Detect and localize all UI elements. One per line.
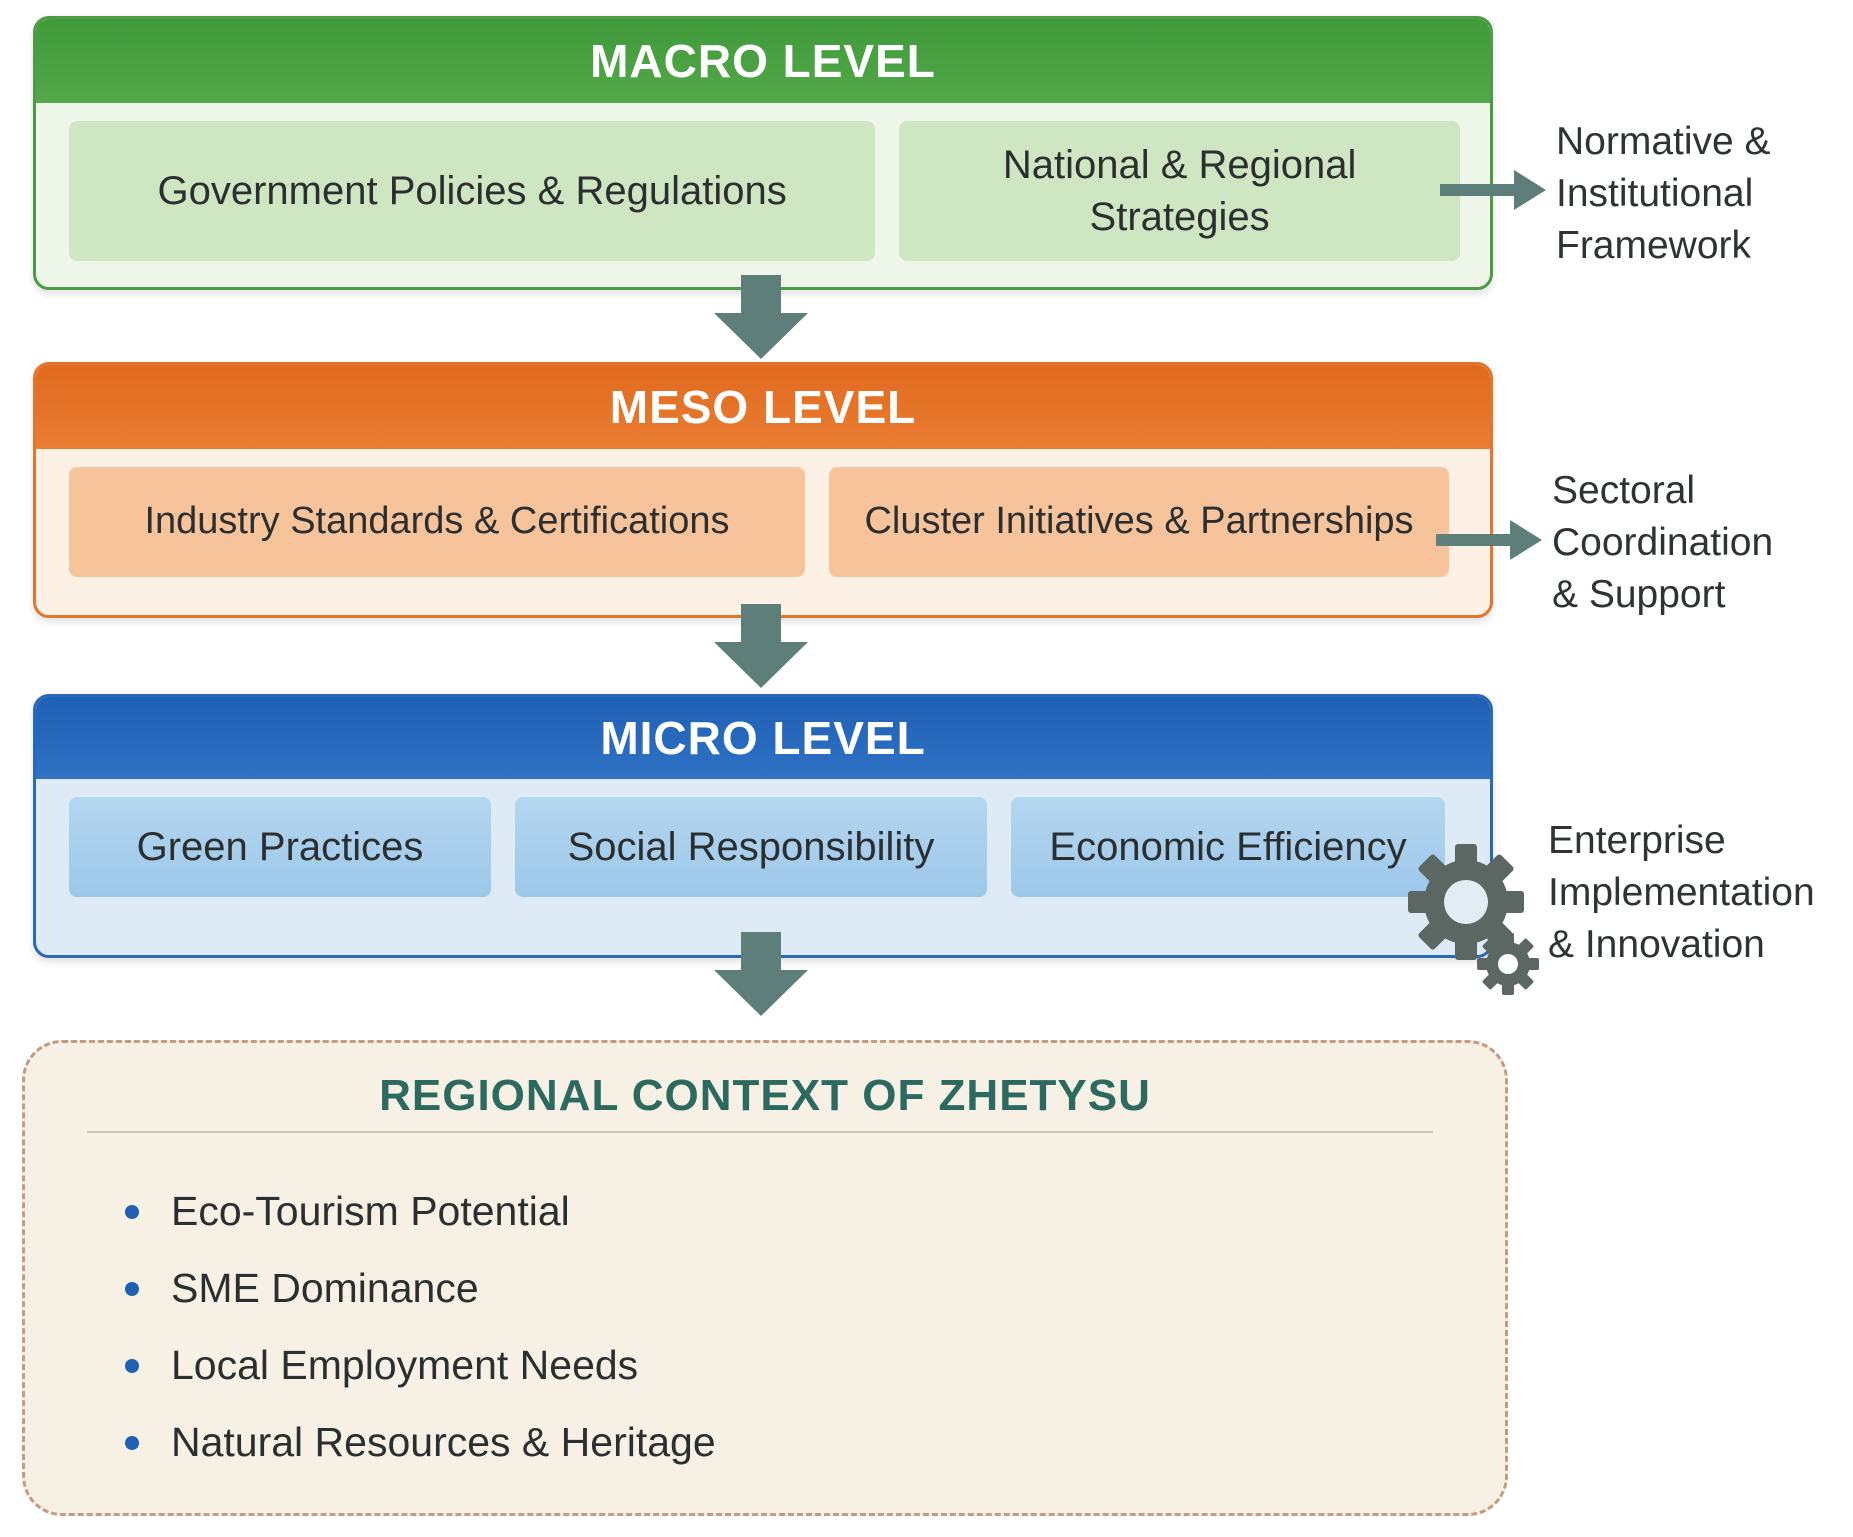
- micro-to-context-arrow-icon: [714, 932, 808, 1016]
- micro-item-green-practices: Green Practices: [69, 797, 491, 897]
- meso-item-industry-standards: Industry Standards & Certifications: [69, 467, 805, 577]
- micro-item-social-responsibility: Social Responsibility: [515, 797, 987, 897]
- list-item-label: SME Dominance: [171, 1265, 479, 1311]
- bullet-icon: [125, 1358, 139, 1373]
- macro-side-label: Normative & Institutional Framework: [1556, 116, 1771, 272]
- list-item: SME Dominance: [125, 1250, 716, 1327]
- meso-to-micro-arrow-icon: [714, 604, 808, 688]
- meso-side-label: Sectoral Coordination & Support: [1552, 465, 1773, 621]
- list-item-label: Natural Resources & Heritage: [171, 1419, 716, 1465]
- meso-level-title: MESO LEVEL: [36, 365, 1490, 449]
- micro-side-label: Enterprise Implementation & Innovation: [1548, 815, 1815, 971]
- bullet-icon: [125, 1435, 139, 1450]
- regional-context-panel: REGIONAL CONTEXT OF ZHETYSU Eco-Tourism …: [22, 1040, 1508, 1516]
- gears-icon: [1408, 844, 1539, 995]
- regional-context-list: Eco-Tourism Potential SME Dominance Loca…: [125, 1173, 716, 1481]
- macro-side-label-line: Normative &: [1556, 120, 1771, 163]
- micro-level-title: MICRO LEVEL: [36, 697, 1490, 779]
- macro-level-title: MACRO LEVEL: [36, 19, 1490, 103]
- micro-side-label-line: Enterprise: [1548, 819, 1726, 862]
- list-item: Eco-Tourism Potential: [125, 1173, 716, 1250]
- bullet-icon: [125, 1281, 139, 1296]
- meso-level-items: Industry Standards & Certifications Clus…: [36, 449, 1490, 599]
- micro-item-economic-efficiency: Economic Efficiency: [1011, 797, 1445, 897]
- macro-side-arrow-icon: [1440, 170, 1546, 210]
- meso-side-label-line: Sectoral: [1552, 469, 1696, 512]
- macro-level-items: Government Policies & Regulations Nation…: [36, 103, 1490, 283]
- macro-side-label-line: Framework: [1556, 224, 1752, 267]
- micro-level-panel: MICRO LEVEL Green Practices Social Respo…: [33, 694, 1493, 958]
- macro-item-government-policies: Government Policies & Regulations: [69, 121, 876, 261]
- regional-context-title: REGIONAL CONTEXT OF ZHETYSU: [379, 1071, 1151, 1120]
- meso-side-label-line: & Support: [1552, 573, 1726, 616]
- macro-level-panel: MACRO LEVEL Government Policies & Regula…: [33, 16, 1493, 290]
- meso-side-label-line: Coordination: [1552, 521, 1774, 564]
- list-item: Local Employment Needs: [125, 1327, 716, 1404]
- list-item-label: Eco-Tourism Potential: [171, 1188, 570, 1234]
- list-item-label: Local Employment Needs: [171, 1342, 639, 1388]
- bullet-icon: [125, 1204, 139, 1219]
- meso-item-cluster-initiatives: Cluster Initiatives & Partnerships: [829, 467, 1449, 577]
- micro-side-label-line: & Innovation: [1548, 923, 1765, 966]
- micro-level-items: Green Practices Social Responsibility Ec…: [36, 779, 1490, 919]
- meso-side-arrow-icon: [1436, 520, 1542, 560]
- macro-to-meso-arrow-icon: [714, 275, 808, 359]
- regional-context-divider: [87, 1131, 1433, 1133]
- macro-side-label-line: Institutional: [1556, 172, 1754, 215]
- meso-level-panel: MESO LEVEL Industry Standards & Certific…: [33, 362, 1493, 618]
- list-item: Natural Resources & Heritage: [125, 1404, 716, 1481]
- micro-side-label-line: Implementation: [1548, 871, 1815, 914]
- macro-item-national-strategies: National & Regional Strategies: [899, 121, 1460, 261]
